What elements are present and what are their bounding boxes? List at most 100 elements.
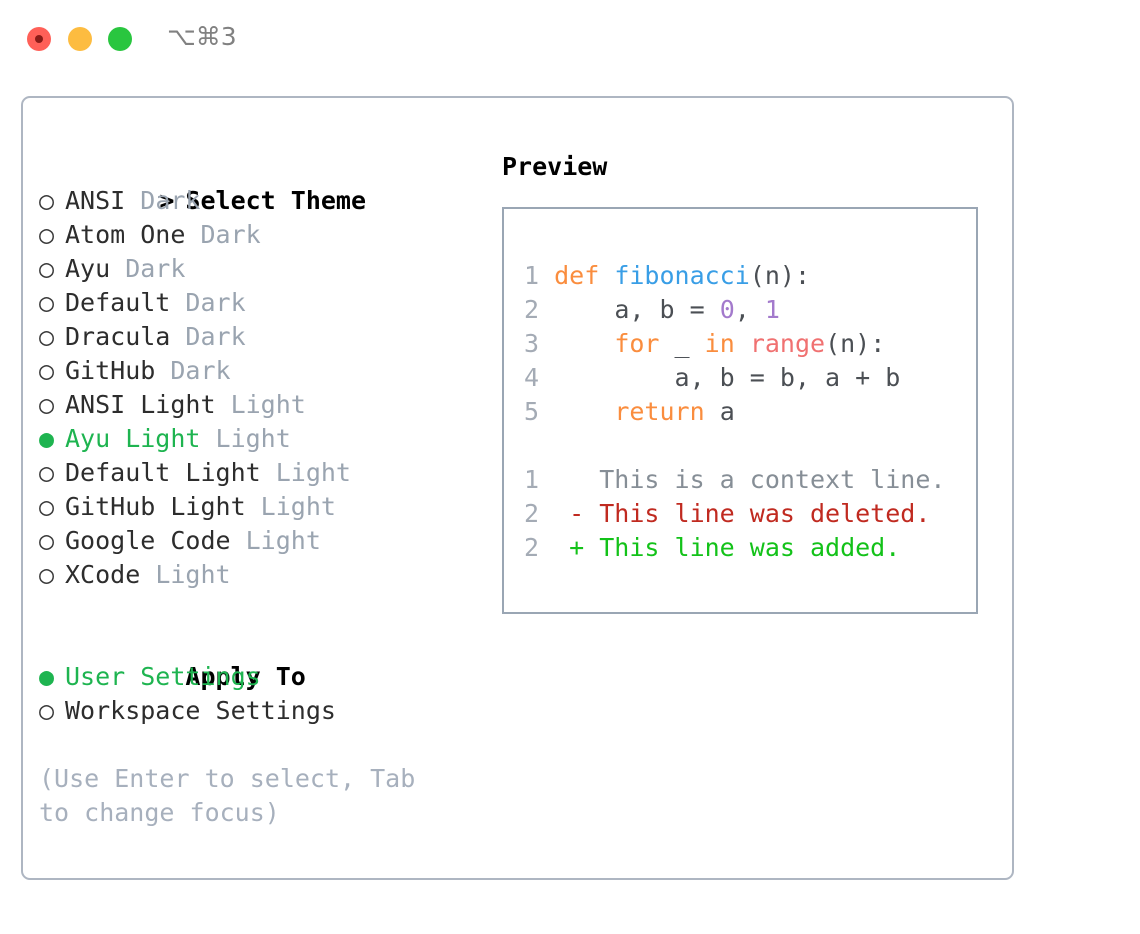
apply-to-heading: Apply To	[39, 626, 469, 691]
code-token: 1	[764, 295, 780, 324]
close-window-button[interactable]	[27, 27, 51, 51]
select-theme-heading-label: Select Theme	[185, 186, 367, 215]
theme-list-item[interactable]: ○ Google Code Light	[39, 524, 469, 558]
theme-name-label: Atom One	[65, 220, 186, 249]
theme-list-item[interactable]: ○ GitHub Dark	[39, 354, 469, 388]
theme-name-label: Ayu Light	[65, 424, 201, 453]
radio-unselected-icon: ○	[39, 254, 55, 283]
apply-to-option-list[interactable]: ● User Settings ○ Workspace Settings	[39, 660, 469, 728]
theme-list-item[interactable]: ○ Default Light Light	[39, 456, 469, 490]
preview-column: Preview 1 def fibonacci(n):2 a, b = 0, 1…	[502, 150, 988, 614]
minimize-window-button[interactable]	[68, 27, 92, 51]
diff-line-text: This is a context line.	[569, 465, 946, 494]
theme-list[interactable]: ○ANSI Dark○Atom One Dark○Ayu Dark○Defaul…	[39, 184, 469, 592]
theme-category-tag: Light	[215, 390, 306, 419]
diff-line-text: + This line was added.	[569, 533, 901, 562]
code-token: (n):	[749, 261, 811, 290]
radio-unselected-icon: ○	[39, 492, 55, 521]
radio-unselected-icon: ○	[39, 458, 55, 487]
theme-category-tag: Light	[260, 458, 351, 487]
radio-unselected-icon: ○	[39, 390, 55, 419]
theme-category-tag: Dark	[110, 254, 186, 283]
code-line-number: 1	[524, 261, 555, 290]
apply-to-heading-label: Apply To	[185, 662, 306, 691]
theme-name-label: GitHub	[65, 356, 156, 385]
theme-name-label: Default	[65, 288, 171, 317]
theme-list-item[interactable]: ●Ayu Light Light	[39, 422, 469, 456]
theme-list-column: >Select Theme ○ANSI Dark○Atom One Dark○A…	[39, 150, 469, 830]
code-token: for	[614, 329, 660, 358]
keyboard-shortcut-label: ⌥⌘3	[167, 22, 237, 51]
diff-line: 2 + This line was added.	[524, 531, 976, 565]
apply-to-option[interactable]: ● User Settings	[39, 660, 469, 694]
radio-unselected-icon: ○	[39, 696, 55, 725]
apply-to-option[interactable]: ○ Workspace Settings	[39, 694, 469, 728]
diff-line: 2 - This line was deleted.	[524, 497, 976, 531]
code-token: a	[704, 397, 735, 426]
radio-unselected-icon: ○	[39, 220, 55, 249]
preview-spacer	[524, 429, 976, 463]
code-token: fibonacci	[614, 261, 750, 290]
select-theme-heading: > Select Theme	[39, 150, 469, 215]
diff-line-text: - This line was deleted.	[569, 499, 931, 528]
theme-selector-panel: >Select Theme ○ANSI Dark○Atom One Dark○A…	[21, 96, 1014, 880]
code-token: 0	[719, 295, 735, 324]
radio-selected-icon: ●	[39, 662, 55, 691]
radio-unselected-icon: ○	[39, 356, 55, 385]
theme-list-item[interactable]: ○ Ayu Dark	[39, 252, 469, 286]
radio-unselected-icon: ○	[39, 560, 55, 589]
theme-list-item[interactable]: ○ GitHub Light Light	[39, 490, 469, 524]
radio-unselected-icon: ○	[39, 526, 55, 555]
theme-name-label: ANSI Light	[65, 390, 216, 419]
theme-category-tag: Dark	[170, 322, 246, 351]
theme-name-label: Ayu	[65, 254, 111, 283]
code-token	[554, 397, 614, 426]
theme-list-item[interactable]: ○ Dracula Dark	[39, 320, 469, 354]
theme-name-label: Dracula	[65, 322, 171, 351]
code-line: 2 a, b = 0, 1	[524, 293, 976, 327]
diff-line-number: 1	[524, 465, 570, 494]
code-line: 1 def fibonacci(n):	[524, 259, 976, 293]
theme-name-label: XCode	[65, 560, 141, 589]
code-token	[554, 329, 614, 358]
radio-unselected-icon: ○	[39, 322, 55, 351]
keyboard-hint-text: (Use Enter to select, Tab to change focu…	[39, 764, 416, 827]
theme-list-item[interactable]: ○ANSI Dark	[39, 184, 469, 218]
theme-category-tag: Dark	[125, 186, 201, 215]
theme-list-item[interactable]: ○ Atom One Dark	[39, 218, 469, 252]
code-token: in	[704, 329, 735, 358]
theme-name-label: GitHub Light	[65, 492, 246, 521]
code-token: a, b =	[554, 295, 720, 324]
code-token: (n):	[825, 329, 886, 358]
radio-selected-icon: ●	[39, 424, 55, 453]
theme-list-item[interactable]: ○Default Dark	[39, 286, 469, 320]
code-token: ,	[734, 295, 765, 324]
code-token: _	[659, 329, 705, 358]
radio-unselected-icon: ○	[39, 186, 55, 215]
apply-to-option-label: User Settings	[65, 662, 261, 691]
theme-category-tag: Dark	[155, 356, 231, 385]
radio-unselected-icon: ○	[39, 288, 55, 317]
theme-name-label: Google Code	[65, 526, 231, 555]
theme-category-tag: Light	[140, 560, 231, 589]
maximize-window-button[interactable]	[108, 27, 132, 51]
apply-to-option-label: Workspace Settings	[65, 696, 336, 725]
diff-line-number: 2	[524, 533, 570, 562]
prompt-caret-icon: >	[159, 186, 175, 215]
diff-line: 1 This is a context line.	[524, 463, 976, 497]
code-line-number: 3	[524, 329, 555, 358]
theme-category-tag: Light	[245, 492, 336, 521]
code-token: return	[614, 397, 705, 426]
code-line-number: 5	[524, 397, 555, 426]
theme-category-tag: Dark	[185, 220, 261, 249]
theme-name-label: Default Light	[65, 458, 261, 487]
theme-category-tag: Light	[230, 526, 321, 555]
code-line: 3 for _ in range(n):	[524, 327, 976, 361]
diff-line-number: 2	[524, 499, 570, 528]
theme-list-item[interactable]: ○ ANSI Light Light	[39, 388, 469, 422]
theme-list-item[interactable]: ○ XCode Light	[39, 558, 469, 592]
diff-sample: 1 This is a context line.2 - This line w…	[524, 463, 976, 565]
